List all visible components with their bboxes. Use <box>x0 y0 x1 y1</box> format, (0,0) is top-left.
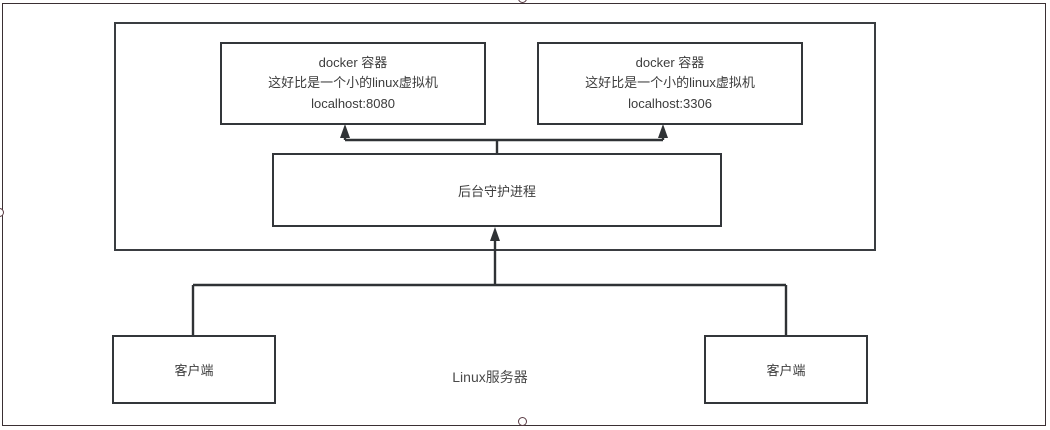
client-box-1: 客户端 <box>112 335 276 404</box>
resize-handle-bottom[interactable] <box>518 417 527 426</box>
docker-container-box-1: docker 容器 这好比是一个小的linux虚拟机 localhost:808… <box>220 42 486 125</box>
client-1-label: 客户端 <box>174 363 214 378</box>
client-2-label: 客户端 <box>766 363 806 378</box>
daemon-process-box: 后台守护进程 <box>272 153 722 227</box>
container-1-subtitle: 这好比是一个小的linux虚拟机 <box>268 75 438 91</box>
container-1-title: docker 容器 <box>318 55 388 71</box>
container-1-address: localhost:8080 <box>311 95 395 111</box>
container-2-address: localhost:3306 <box>628 95 712 111</box>
client-box-2: 客户端 <box>704 335 868 404</box>
daemon-process-label: 后台守护进程 <box>457 183 536 199</box>
linux-server-label: Linux服务器 <box>452 369 528 385</box>
resize-handle-top[interactable] <box>518 0 527 3</box>
container-2-title: docker 容器 <box>635 55 705 71</box>
docker-container-box-2: docker 容器 这好比是一个小的linux虚拟机 localhost:330… <box>537 42 803 125</box>
resize-handle-left[interactable] <box>0 208 4 217</box>
container-2-subtitle: 这好比是一个小的linux虚拟机 <box>585 75 755 91</box>
